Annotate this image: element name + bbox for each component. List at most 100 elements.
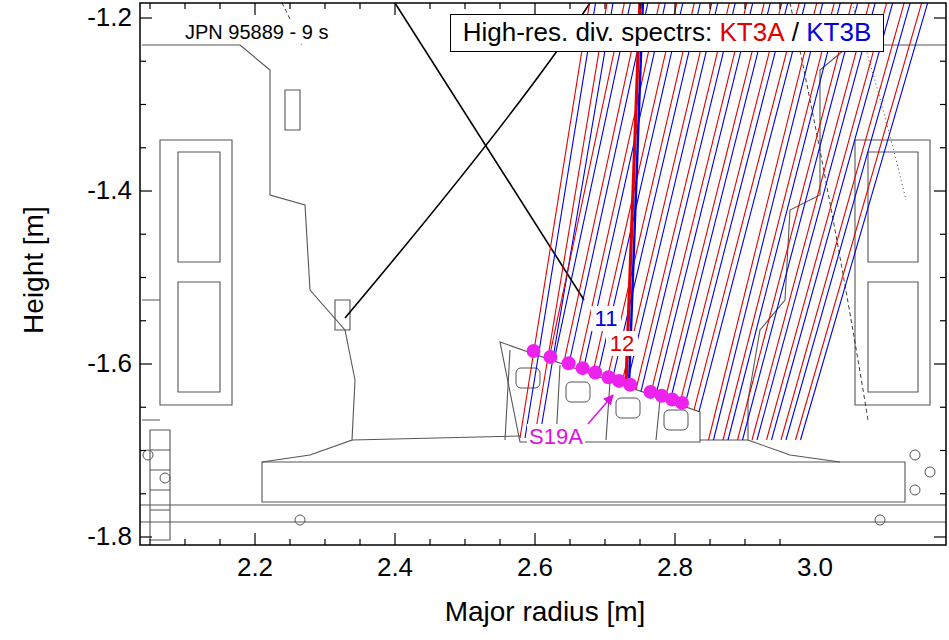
line-of-sight	[786, 3, 911, 440]
tick-mark	[940, 234, 946, 235]
tick-mark	[940, 450, 946, 451]
tick-mark	[940, 61, 946, 62]
structure-outline	[150, 450, 170, 510]
tick-mark	[779, 3, 780, 9]
legend-box: High-res. div. spectrs:KT3A /KT3B	[450, 14, 885, 52]
axis-tick-label: 2.6	[517, 553, 553, 583]
axis-tick-label: 3.0	[797, 553, 833, 583]
shot-label: JPN 95889 - 9 s	[183, 21, 330, 44]
tick-mark	[289, 539, 290, 545]
tick-mark	[140, 17, 152, 18]
tick-mark	[149, 3, 150, 9]
probe-dot	[562, 356, 576, 370]
tick-mark	[140, 104, 146, 105]
tick-mark	[140, 147, 146, 148]
tick-mark	[140, 536, 152, 537]
probe-dot	[623, 378, 637, 392]
tick-mark	[934, 536, 946, 537]
tile-clamp	[616, 398, 640, 418]
tick-mark	[140, 363, 152, 364]
structure-outline	[178, 282, 220, 392]
tick-mark	[464, 3, 465, 9]
probe-dot	[576, 361, 590, 375]
bolt-symbol	[875, 515, 885, 525]
line-of-sight	[665, 3, 765, 400]
leader-arrow	[588, 395, 613, 424]
bolt-symbol	[910, 485, 920, 495]
tick-mark	[940, 320, 946, 321]
node-text: KT3B	[806, 17, 871, 47]
axis-ticks	[140, 3, 946, 545]
line-of-sight	[525, 3, 596, 438]
line-of-sight	[801, 3, 929, 440]
tick-mark	[744, 539, 745, 545]
tick-mark	[940, 493, 946, 494]
tick-mark	[569, 539, 570, 545]
tile-clamps	[516, 368, 688, 430]
tick-mark	[254, 3, 255, 15]
tick-mark	[219, 3, 220, 9]
tick-mark	[140, 277, 146, 278]
node-text: High-res. div. spectrs:	[463, 17, 712, 47]
bolt-symbol	[143, 450, 153, 460]
tick-mark	[499, 3, 500, 9]
tick-mark	[429, 539, 430, 545]
tick-mark	[744, 3, 745, 9]
probe-dot	[527, 344, 541, 358]
axis-title: Height [m]	[18, 206, 50, 334]
tick-mark	[709, 3, 710, 9]
tick-mark	[140, 407, 146, 408]
tick-mark	[359, 539, 360, 545]
tick-mark	[709, 539, 710, 545]
tick-mark	[219, 539, 220, 545]
structure-outline	[868, 282, 918, 392]
structure-outline	[262, 462, 905, 502]
axis-tick-label: -1.8	[87, 522, 132, 552]
node-text: 12	[610, 331, 634, 356]
bolt-symbol	[910, 450, 920, 460]
node-text: KT3A	[719, 17, 784, 47]
tick-mark	[934, 17, 946, 18]
line-of-sight	[549, 3, 625, 359]
channel-label: 12	[606, 331, 638, 356]
tick-mark	[254, 533, 255, 545]
selected-line-of-sight	[629, 3, 643, 385]
axis-title: Major radius [m]	[445, 596, 646, 628]
structure-outline	[150, 430, 170, 540]
line-of-sight	[612, 3, 701, 381]
tick-mark	[639, 539, 640, 545]
tick-mark	[779, 539, 780, 545]
lines-of-sight	[520, 3, 929, 440]
line-of-sight	[723, 3, 835, 440]
line-of-sight	[781, 3, 905, 440]
tick-mark	[324, 3, 325, 9]
structure-outline	[178, 152, 220, 262]
line-of-sight	[699, 3, 806, 412]
structure-outline	[160, 140, 232, 405]
tile-clamp	[664, 410, 688, 430]
line-of-sight	[651, 3, 748, 395]
tick-mark	[140, 493, 146, 494]
node-text: /	[792, 17, 799, 47]
tile-clamp	[566, 382, 590, 402]
bolt-symbol	[160, 473, 170, 483]
tick-mark	[184, 539, 185, 545]
axis-tick-label: -1.4	[87, 176, 132, 206]
line-of-sight	[767, 3, 888, 440]
tick-mark	[639, 3, 640, 9]
tick-mark	[140, 190, 152, 191]
tick-mark	[674, 533, 675, 545]
tick-mark	[289, 3, 290, 9]
channel-label: 11	[591, 306, 622, 331]
tick-mark	[140, 320, 146, 321]
line-of-sight	[738, 3, 853, 440]
selected-line-of-sight	[626, 3, 640, 384]
line-of-sight	[670, 3, 771, 402]
line-of-sight	[772, 3, 894, 440]
tick-mark	[569, 3, 570, 9]
line-of-sight	[540, 3, 614, 438]
line-of-sight	[535, 3, 608, 438]
tick-mark	[394, 533, 395, 545]
axis-tick-label: 2.8	[657, 553, 693, 583]
